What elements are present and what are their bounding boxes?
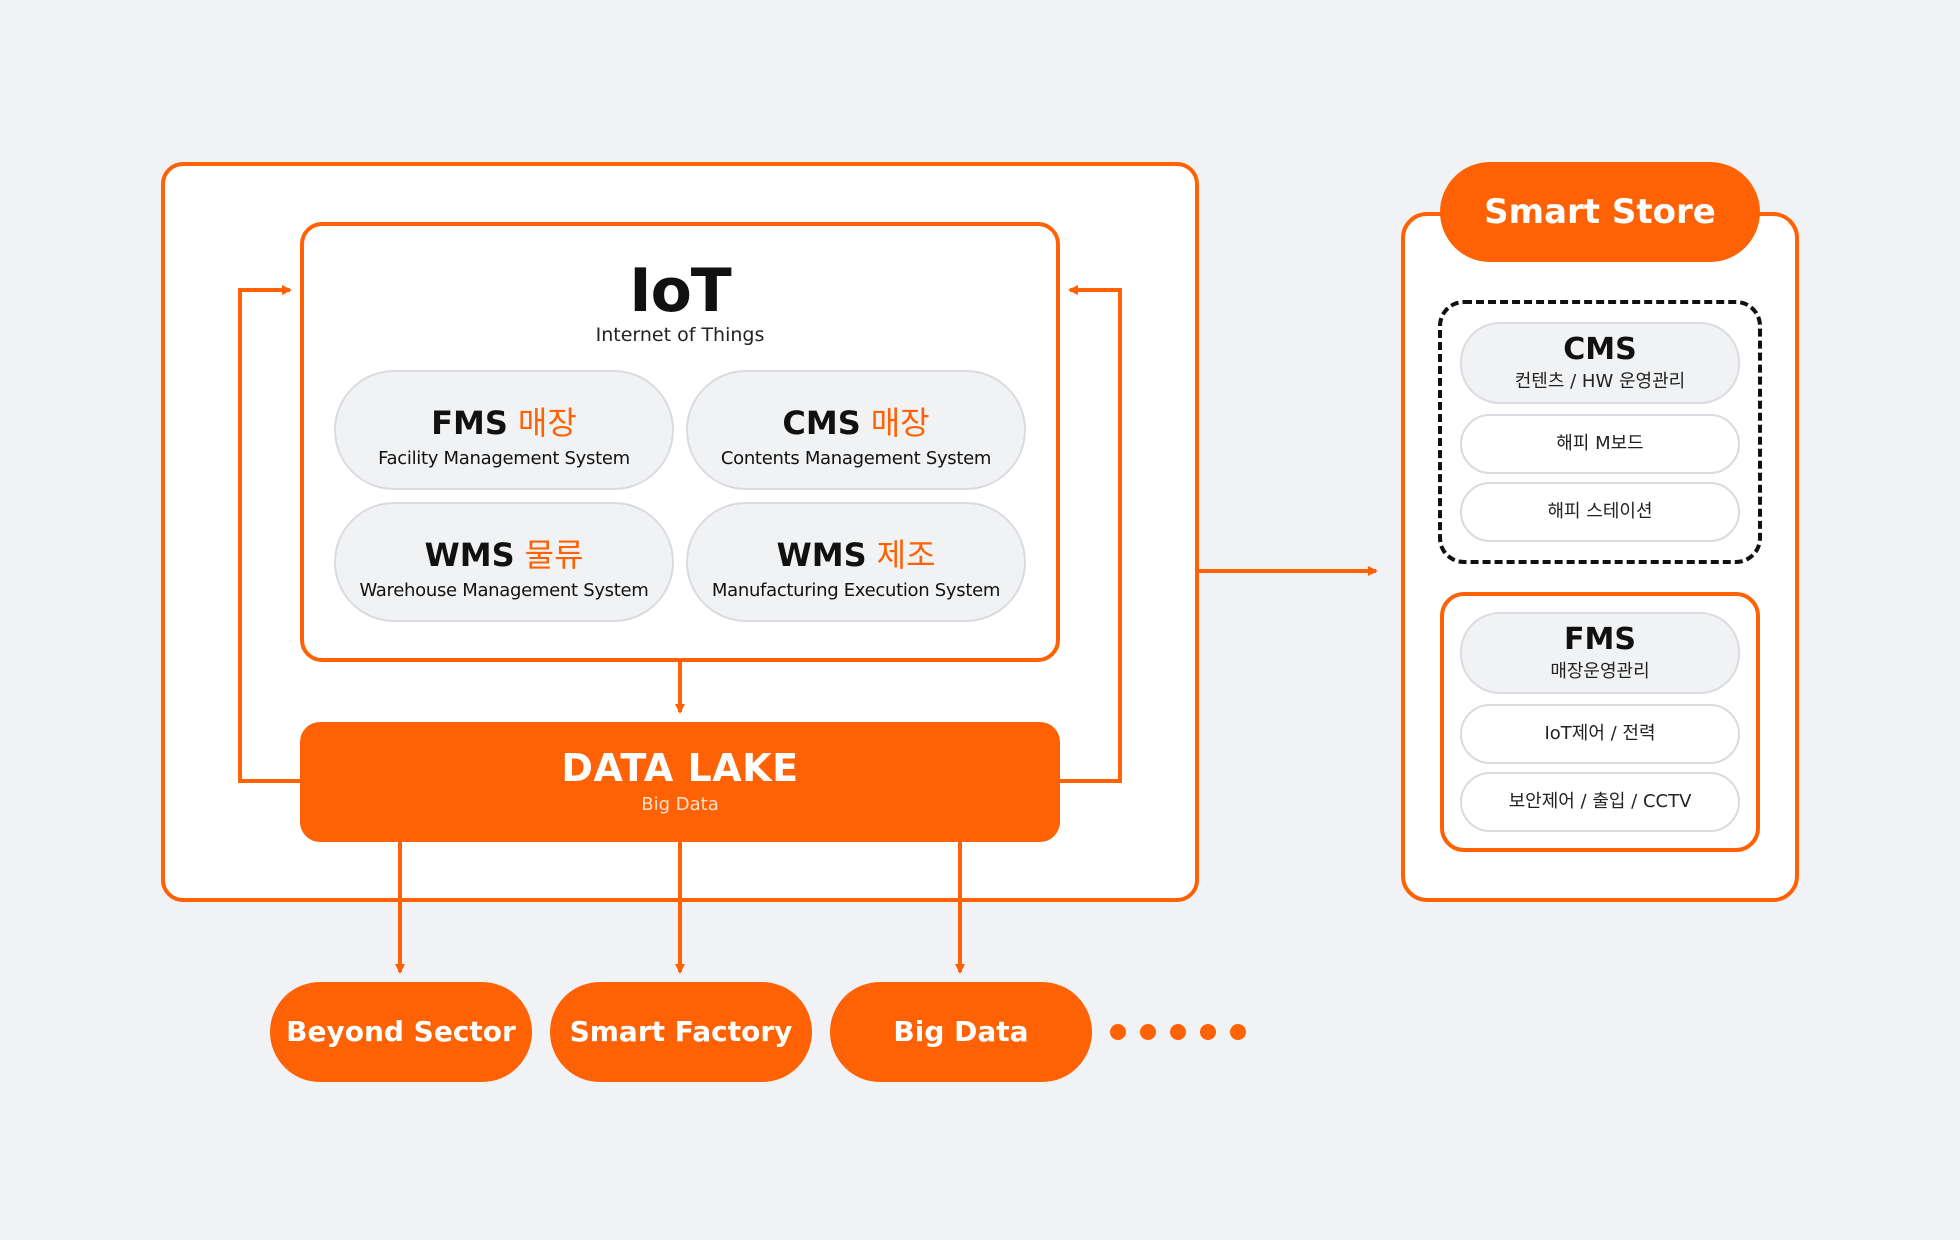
system-full-name: Contents Management System	[720, 448, 992, 469]
cms-group	[1438, 300, 1762, 564]
fms-item: IoT제어 / 전력	[1460, 704, 1740, 764]
fms-item: 보안제어 / 출입 / CCTV	[1460, 772, 1740, 832]
cms-title: CMS	[1563, 332, 1637, 367]
data-lake-box: DATA LAKE Big Data	[300, 722, 1060, 842]
lake-to-iot-left-loop	[238, 285, 300, 783]
fms-pill: FMS 매장운영관리	[1460, 612, 1740, 694]
ellipsis-dot	[1140, 1024, 1156, 1040]
output-beyond-sector: Beyond Sector	[270, 982, 532, 1082]
cms-item: 해피 스테이션	[1460, 482, 1740, 542]
ellipsis-dot	[1230, 1024, 1246, 1040]
fms-group	[1440, 592, 1760, 852]
cms-item: 해피 M보드	[1460, 414, 1740, 474]
ellipsis-dot	[1170, 1024, 1186, 1040]
system-code: WMS	[776, 536, 867, 574]
system-full-name: Facility Management System	[378, 448, 630, 469]
system-ko: 매장	[870, 404, 930, 442]
iot-title: IoT	[629, 256, 731, 326]
data-lake-subtitle: Big Data	[641, 794, 719, 815]
cms-pill: CMS 컨텐츠 / HW 운영관리	[1460, 322, 1740, 404]
cms-subtitle: 컨텐츠 / HW 운영관리	[1514, 371, 1686, 392]
system-code: CMS	[782, 404, 861, 442]
system-code: WMS	[424, 536, 515, 574]
system-ko: 제조	[876, 536, 936, 574]
data-lake-title: DATA LAKE	[561, 746, 799, 790]
lake-to-iot-right-loop	[1060, 285, 1122, 783]
system-full-name: Manufacturing Execution System	[711, 580, 1001, 601]
output-big-data: Big Data	[830, 982, 1092, 1082]
fms-title: FMS	[1564, 622, 1636, 657]
output-smart-factory: Smart Factory	[550, 982, 812, 1082]
ellipsis-dot	[1200, 1024, 1216, 1040]
smart-store-title: Smart Store	[1440, 162, 1760, 262]
fms-subtitle: 매장운영관리	[1550, 661, 1650, 682]
ellipsis-dot	[1110, 1024, 1126, 1040]
system-ko: 물류	[524, 536, 584, 574]
iot-subtitle: Internet of Things	[595, 324, 765, 346]
system-full-name: Warehouse Management System	[359, 580, 649, 601]
system-ko: 매장	[517, 404, 577, 442]
system-code: FMS	[431, 404, 508, 442]
